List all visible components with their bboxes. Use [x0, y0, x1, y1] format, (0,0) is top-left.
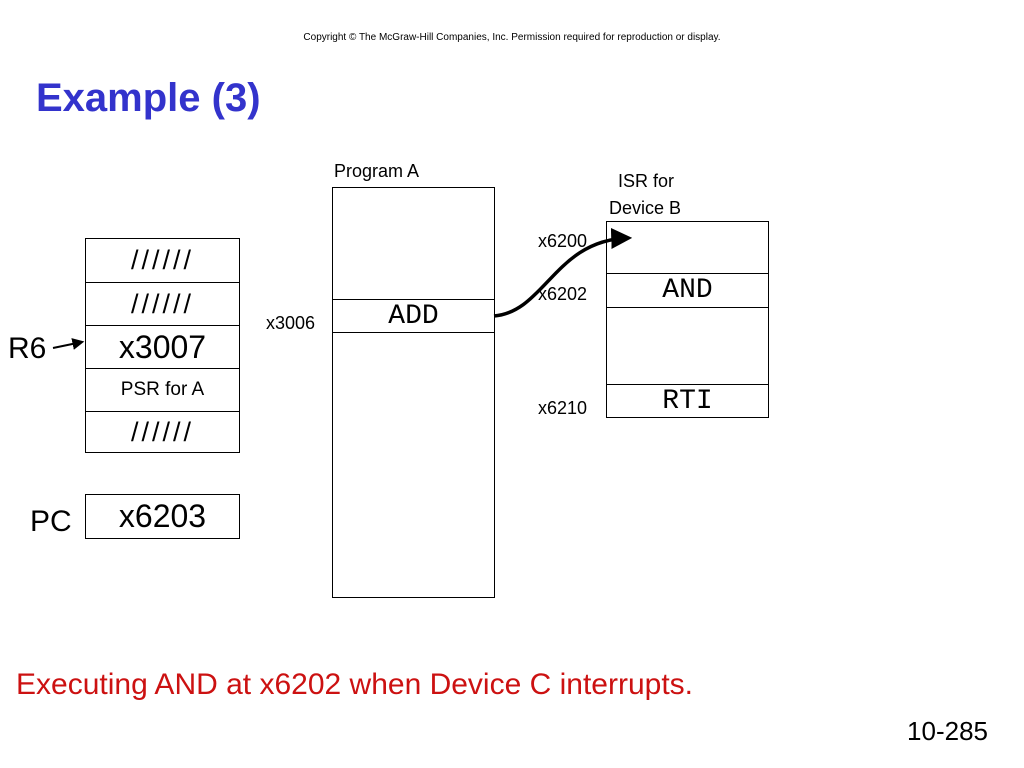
pc-label: PC — [30, 505, 72, 538]
isr-memory: AND RTI — [606, 221, 769, 418]
stack-cell-unused-2: ////// — [86, 283, 239, 326]
program-a-add-cell: ADD — [333, 299, 494, 333]
isr-label-line2: Device B — [609, 198, 682, 218]
caption: Executing AND at x6202 when Device C int… — [16, 668, 694, 701]
program-a-memory: ADD — [332, 187, 495, 598]
stack-memory: ////// ////// x3007 PSR for A ////// — [85, 238, 240, 453]
isr-rti-cell: RTI — [607, 384, 768, 417]
copyright-notice: Copyright © The McGraw-Hill Companies, I… — [303, 32, 721, 43]
pc-value: x6203 — [118, 498, 207, 534]
stack-cell-unused-1: ////// — [86, 239, 239, 283]
stack-cell-unused-3: ////// — [130, 417, 194, 447]
slide-number: 10-285 — [907, 716, 988, 746]
isr-and-address: x6202 — [538, 284, 588, 304]
isr-start-address: x6200 — [538, 231, 588, 251]
program-a-label: Program A — [334, 161, 420, 181]
slide-title: Example (3) — [36, 76, 261, 120]
isr-label-line1: ISR for — [618, 171, 675, 191]
pc-register: x6203 — [85, 494, 240, 539]
isr-and-cell: AND — [607, 273, 768, 308]
r6-label: R6 — [8, 332, 47, 365]
stack-cell-saved-psr: PSR for A — [86, 369, 239, 412]
program-a-add-address: x3006 — [266, 313, 316, 333]
stack-cell-saved-pc: x3007 — [86, 326, 239, 369]
interrupt-jump-arrow — [493, 227, 633, 318]
r6-arrow — [52, 338, 85, 350]
isr-rti-address: x6210 — [538, 398, 588, 418]
